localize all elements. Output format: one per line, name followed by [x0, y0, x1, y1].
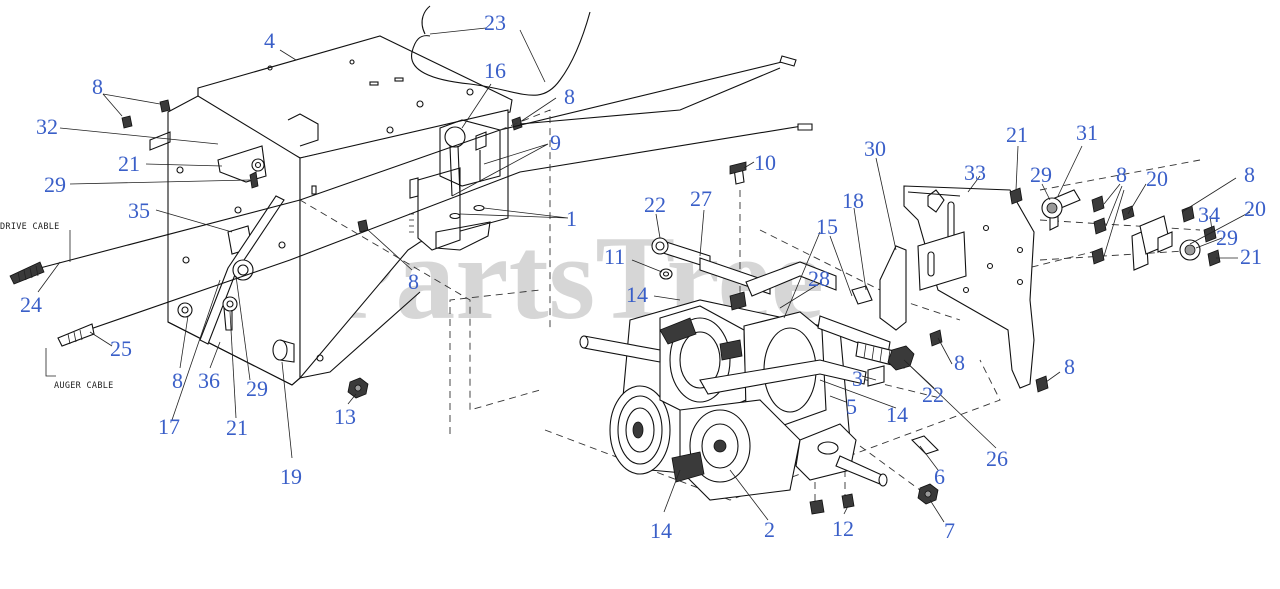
callout-27: 27	[690, 186, 712, 211]
auger-cable-label: AUGER CABLE	[54, 381, 114, 391]
callout-21: 21	[1006, 122, 1028, 147]
assembly-dashed-lines	[299, 109, 1201, 508]
right-bracket-plate	[879, 185, 1049, 393]
callout-34: 34	[1198, 202, 1220, 227]
callout-20: 20	[1244, 196, 1266, 221]
callout-29: 29	[1216, 225, 1238, 250]
callout-8: 8	[1244, 162, 1255, 187]
callout-35: 35	[128, 198, 150, 223]
drive-cable-label: DRIVE CABLE	[0, 222, 60, 232]
callout-30: 30	[864, 136, 886, 161]
callout-8: 8	[92, 74, 103, 99]
callout-8: 8	[408, 269, 419, 294]
callout-10: 10	[754, 150, 776, 175]
callout-26: 26	[986, 446, 1008, 471]
callout-19: 19	[280, 464, 302, 489]
callout-12: 12	[832, 516, 854, 541]
transmission-assembly	[579, 161, 940, 515]
callout-22: 22	[644, 192, 666, 217]
callout-32: 32	[36, 114, 58, 139]
callout-23: 23	[484, 10, 506, 35]
callout-29: 29	[246, 376, 268, 401]
callout-22: 22	[922, 382, 944, 407]
callout-9: 9	[550, 130, 561, 155]
callout-24: 24	[20, 292, 42, 317]
callout-20: 20	[1146, 166, 1168, 191]
callout-6: 6	[934, 464, 945, 489]
callout-18: 18	[842, 188, 864, 213]
callout-25: 25	[110, 336, 132, 361]
callout-28: 28	[808, 266, 830, 291]
callout-21: 21	[118, 151, 140, 176]
right-small-parts	[1009, 187, 1221, 271]
callout-17: 17	[158, 414, 180, 439]
callout-33: 33	[964, 160, 986, 185]
callout-36: 36	[198, 368, 220, 393]
callout-15: 15	[816, 214, 838, 239]
callout-31: 31	[1076, 120, 1098, 145]
callout-13: 13	[334, 404, 356, 429]
cables	[9, 5, 813, 347]
callout-14: 14	[650, 518, 672, 543]
callout-2: 2	[764, 517, 775, 542]
callout-8: 8	[564, 84, 575, 109]
callout-3: 3	[852, 366, 863, 391]
callout-29: 29	[1030, 162, 1052, 187]
cable-bracket	[409, 119, 501, 251]
callout-16: 16	[484, 58, 506, 83]
callout-11: 11	[604, 244, 625, 269]
callout-4: 4	[264, 28, 275, 53]
callout-29: 29	[44, 172, 66, 197]
callout-8: 8	[172, 368, 183, 393]
callout-7: 7	[944, 518, 955, 543]
callout-8: 8	[1064, 354, 1075, 379]
callout-8: 8	[1116, 162, 1127, 187]
leader-lines	[37, 27, 1251, 523]
callout-8: 8	[954, 350, 965, 375]
callout-21: 21	[226, 415, 248, 440]
callout-5: 5	[846, 394, 857, 419]
callout-21: 21	[1240, 244, 1262, 269]
callout-14: 14	[886, 402, 908, 427]
callout-numbers: 1 2 3 4 5 6 7 8 8 8 8 8 8 8 8 9 10 11 12…	[20, 10, 1266, 543]
callout-1: 1	[566, 206, 577, 231]
callout-14: 14	[626, 282, 648, 307]
